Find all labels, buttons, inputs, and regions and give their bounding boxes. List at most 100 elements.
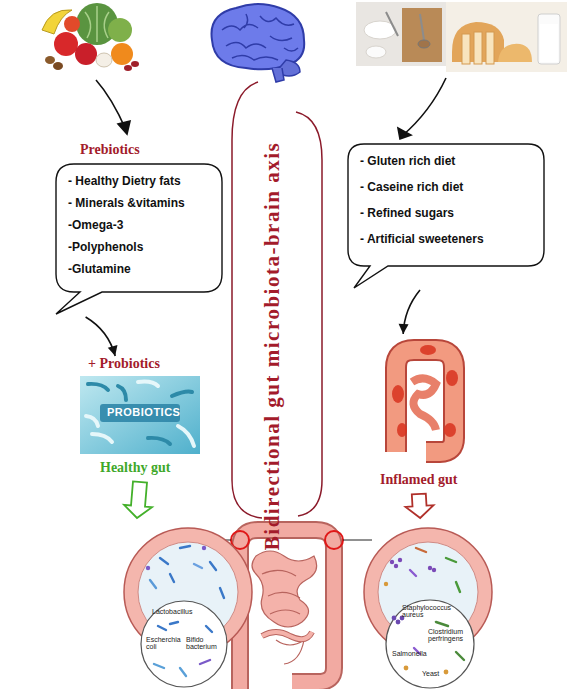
sugar-image: [366, 46, 386, 58]
bread-milk-image: [538, 14, 560, 64]
bacteria-symbol: [392, 616, 397, 621]
healthy-food-image: [124, 65, 132, 71]
intestine-image: [262, 570, 304, 664]
sugar-image: [356, 2, 446, 66]
speech-bubble: [56, 164, 222, 314]
healthy-food-image: [96, 53, 112, 67]
bacteria-symbol: [88, 384, 108, 390]
node-heading: + Probiotics: [88, 356, 160, 372]
node-heading: Prebiotics: [80, 142, 140, 158]
connector-arrow: [399, 290, 420, 334]
brain-image: [272, 68, 284, 82]
harmful-diet-box: - Gluten rich diet- Caseine rich diet- R…: [346, 140, 546, 290]
bacteria-symbol: [178, 426, 194, 446]
intestine-image: [240, 530, 334, 689]
food-arrow: [398, 128, 411, 139]
probiotic-image: [80, 376, 200, 454]
brain-image: [212, 4, 305, 82]
node-text: - Artificial sweeteners: [360, 232, 484, 246]
healthy-food-image: [53, 62, 63, 70]
bacteria-symbol: [404, 666, 409, 671]
bacteria-symbol: [210, 562, 216, 570]
brain-image: [222, 14, 298, 60]
bacteria-symbol: [432, 568, 436, 572]
connector-arrow: [124, 481, 152, 518]
bread-milk-image: [446, 2, 567, 72]
speech-bubble: [348, 144, 544, 288]
bacteria-symbol: [194, 564, 202, 568]
prebiotics-box: Prebiotics - Healthy Dietry fats - Mineral…: [50, 142, 228, 317]
bacteria-symbol: [86, 416, 98, 426]
healthy-microbiota: LactobacillusEscherchia coliBifido bacte…: [120, 518, 262, 689]
bacteria-symbol: [410, 570, 416, 576]
bacteria-symbol: [138, 382, 158, 387]
colon-symbol: [396, 350, 454, 452]
connector-arrow: [403, 290, 420, 334]
bacteria-symbol: [172, 392, 192, 397]
intestine-image: [262, 632, 312, 639]
healthy-food-image: [108, 18, 132, 42]
connector-arrow: [86, 317, 118, 356]
node-text: -Glutamine: [68, 262, 131, 276]
axis-label: Bidirectional gut microbiota-brain axis: [259, 86, 285, 606]
bread-milk-image: [446, 2, 567, 72]
bread-milk-image: [540, 24, 558, 62]
bread-milk-image: [486, 32, 494, 64]
dysbiosis-microbiota-outline: [356, 518, 502, 689]
axis-bracket: [232, 82, 262, 518]
node-text: Staphylococcus aureus: [402, 604, 462, 618]
bread-milk-image: [498, 44, 532, 62]
node-text: - Minerals &vitamins: [68, 196, 185, 210]
bacteria-symbol: [150, 580, 156, 588]
node-text: - Gluten rich diet: [360, 154, 455, 168]
healthy-food-image: [131, 61, 139, 67]
healthy-food-image: [45, 56, 55, 64]
intestine-image: [325, 531, 343, 549]
bacteria-symbol: [118, 386, 126, 400]
sugar-image: [386, 12, 424, 40]
inflammation-spot: [392, 385, 404, 403]
node-text: Lactobacillus: [152, 608, 202, 615]
bacteria-symbol: [206, 626, 212, 632]
bacteria-symbol: [446, 558, 456, 562]
node-text: - Healthy Dietry fats: [68, 174, 181, 188]
healthy-food-image: [111, 43, 133, 65]
connector-arrow: [86, 317, 116, 356]
bacteria-symbol: [170, 622, 178, 624]
node-text: PROBIOTICS: [107, 406, 180, 418]
connector-arrow: [108, 345, 118, 356]
bacteria-symbol: [160, 558, 168, 564]
inflammation-spot: [446, 370, 458, 386]
food-arrow: [118, 121, 130, 134]
node-text: -Omega-3: [68, 218, 123, 232]
connector-arrow: [124, 481, 152, 518]
bacteria-symbol: [180, 546, 190, 548]
healthy-food-image: [85, 6, 109, 42]
bacteria-symbol: [456, 652, 464, 660]
sugar-image: [356, 2, 446, 66]
node-heading: Inflamed gut: [380, 472, 457, 488]
bacteria-symbol: [384, 582, 388, 586]
colon-symbol: [396, 350, 454, 452]
sugar-image: [418, 40, 430, 48]
food-arrow: [96, 78, 446, 139]
bacteria-symbol: [154, 664, 164, 668]
bacteria-symbol: [428, 566, 432, 570]
probiotics-node: + ProbioticsPROBIOTICSHealthy gut: [78, 356, 202, 482]
bacteria-symbol: [416, 548, 426, 552]
inflammation-spot: [397, 423, 407, 437]
bacteria-symbol: [148, 438, 170, 444]
bread-milk-image: [462, 34, 470, 64]
healthy-food-image: [54, 32, 78, 56]
inflammation-spot: [444, 423, 456, 437]
bacteria-symbol: [200, 660, 210, 664]
node-text: -Polyphenols: [68, 240, 143, 254]
node-text: Bifido bacterium: [186, 636, 222, 650]
intestine-image: [262, 632, 312, 639]
inflamed-gut-node-outline: [372, 334, 476, 494]
bacteria-symbol: [180, 668, 186, 676]
connector-arrow: [406, 494, 434, 518]
bacteria-symbol: [398, 558, 402, 562]
node-text: - Caseine rich diet: [360, 180, 463, 194]
